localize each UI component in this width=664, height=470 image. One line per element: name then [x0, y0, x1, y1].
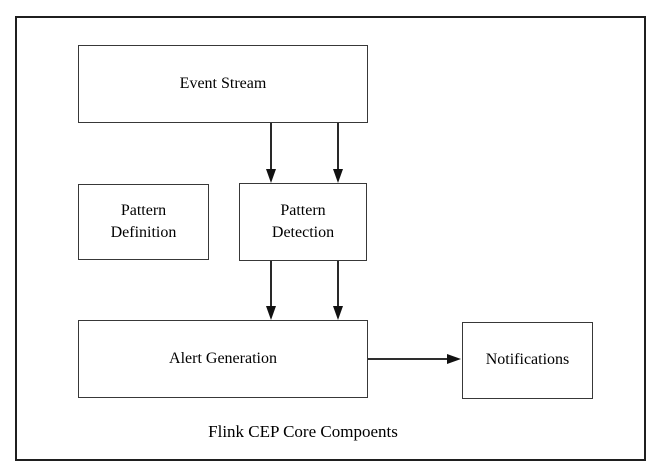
node-pattern-detection-label: Pattern Detection	[271, 201, 335, 241]
node-alert-generation-label: Alert Generation	[169, 349, 277, 367]
node-pattern-detection: Pattern Detection	[239, 183, 367, 261]
node-event-stream: Event Stream	[78, 45, 368, 123]
diagram-border	[15, 16, 646, 461]
node-event-stream-label: Event Stream	[179, 74, 267, 92]
node-notifications: Notifications	[462, 322, 593, 399]
node-notifications-label: Notifications	[485, 351, 570, 369]
node-alert-generation: Alert Generation	[78, 320, 368, 398]
diagram-caption: Flink CEP Core Compoents	[208, 422, 398, 441]
node-pattern-definition-label: Pattern Definition	[110, 201, 177, 241]
node-pattern-definition: Pattern Definition	[78, 184, 209, 260]
